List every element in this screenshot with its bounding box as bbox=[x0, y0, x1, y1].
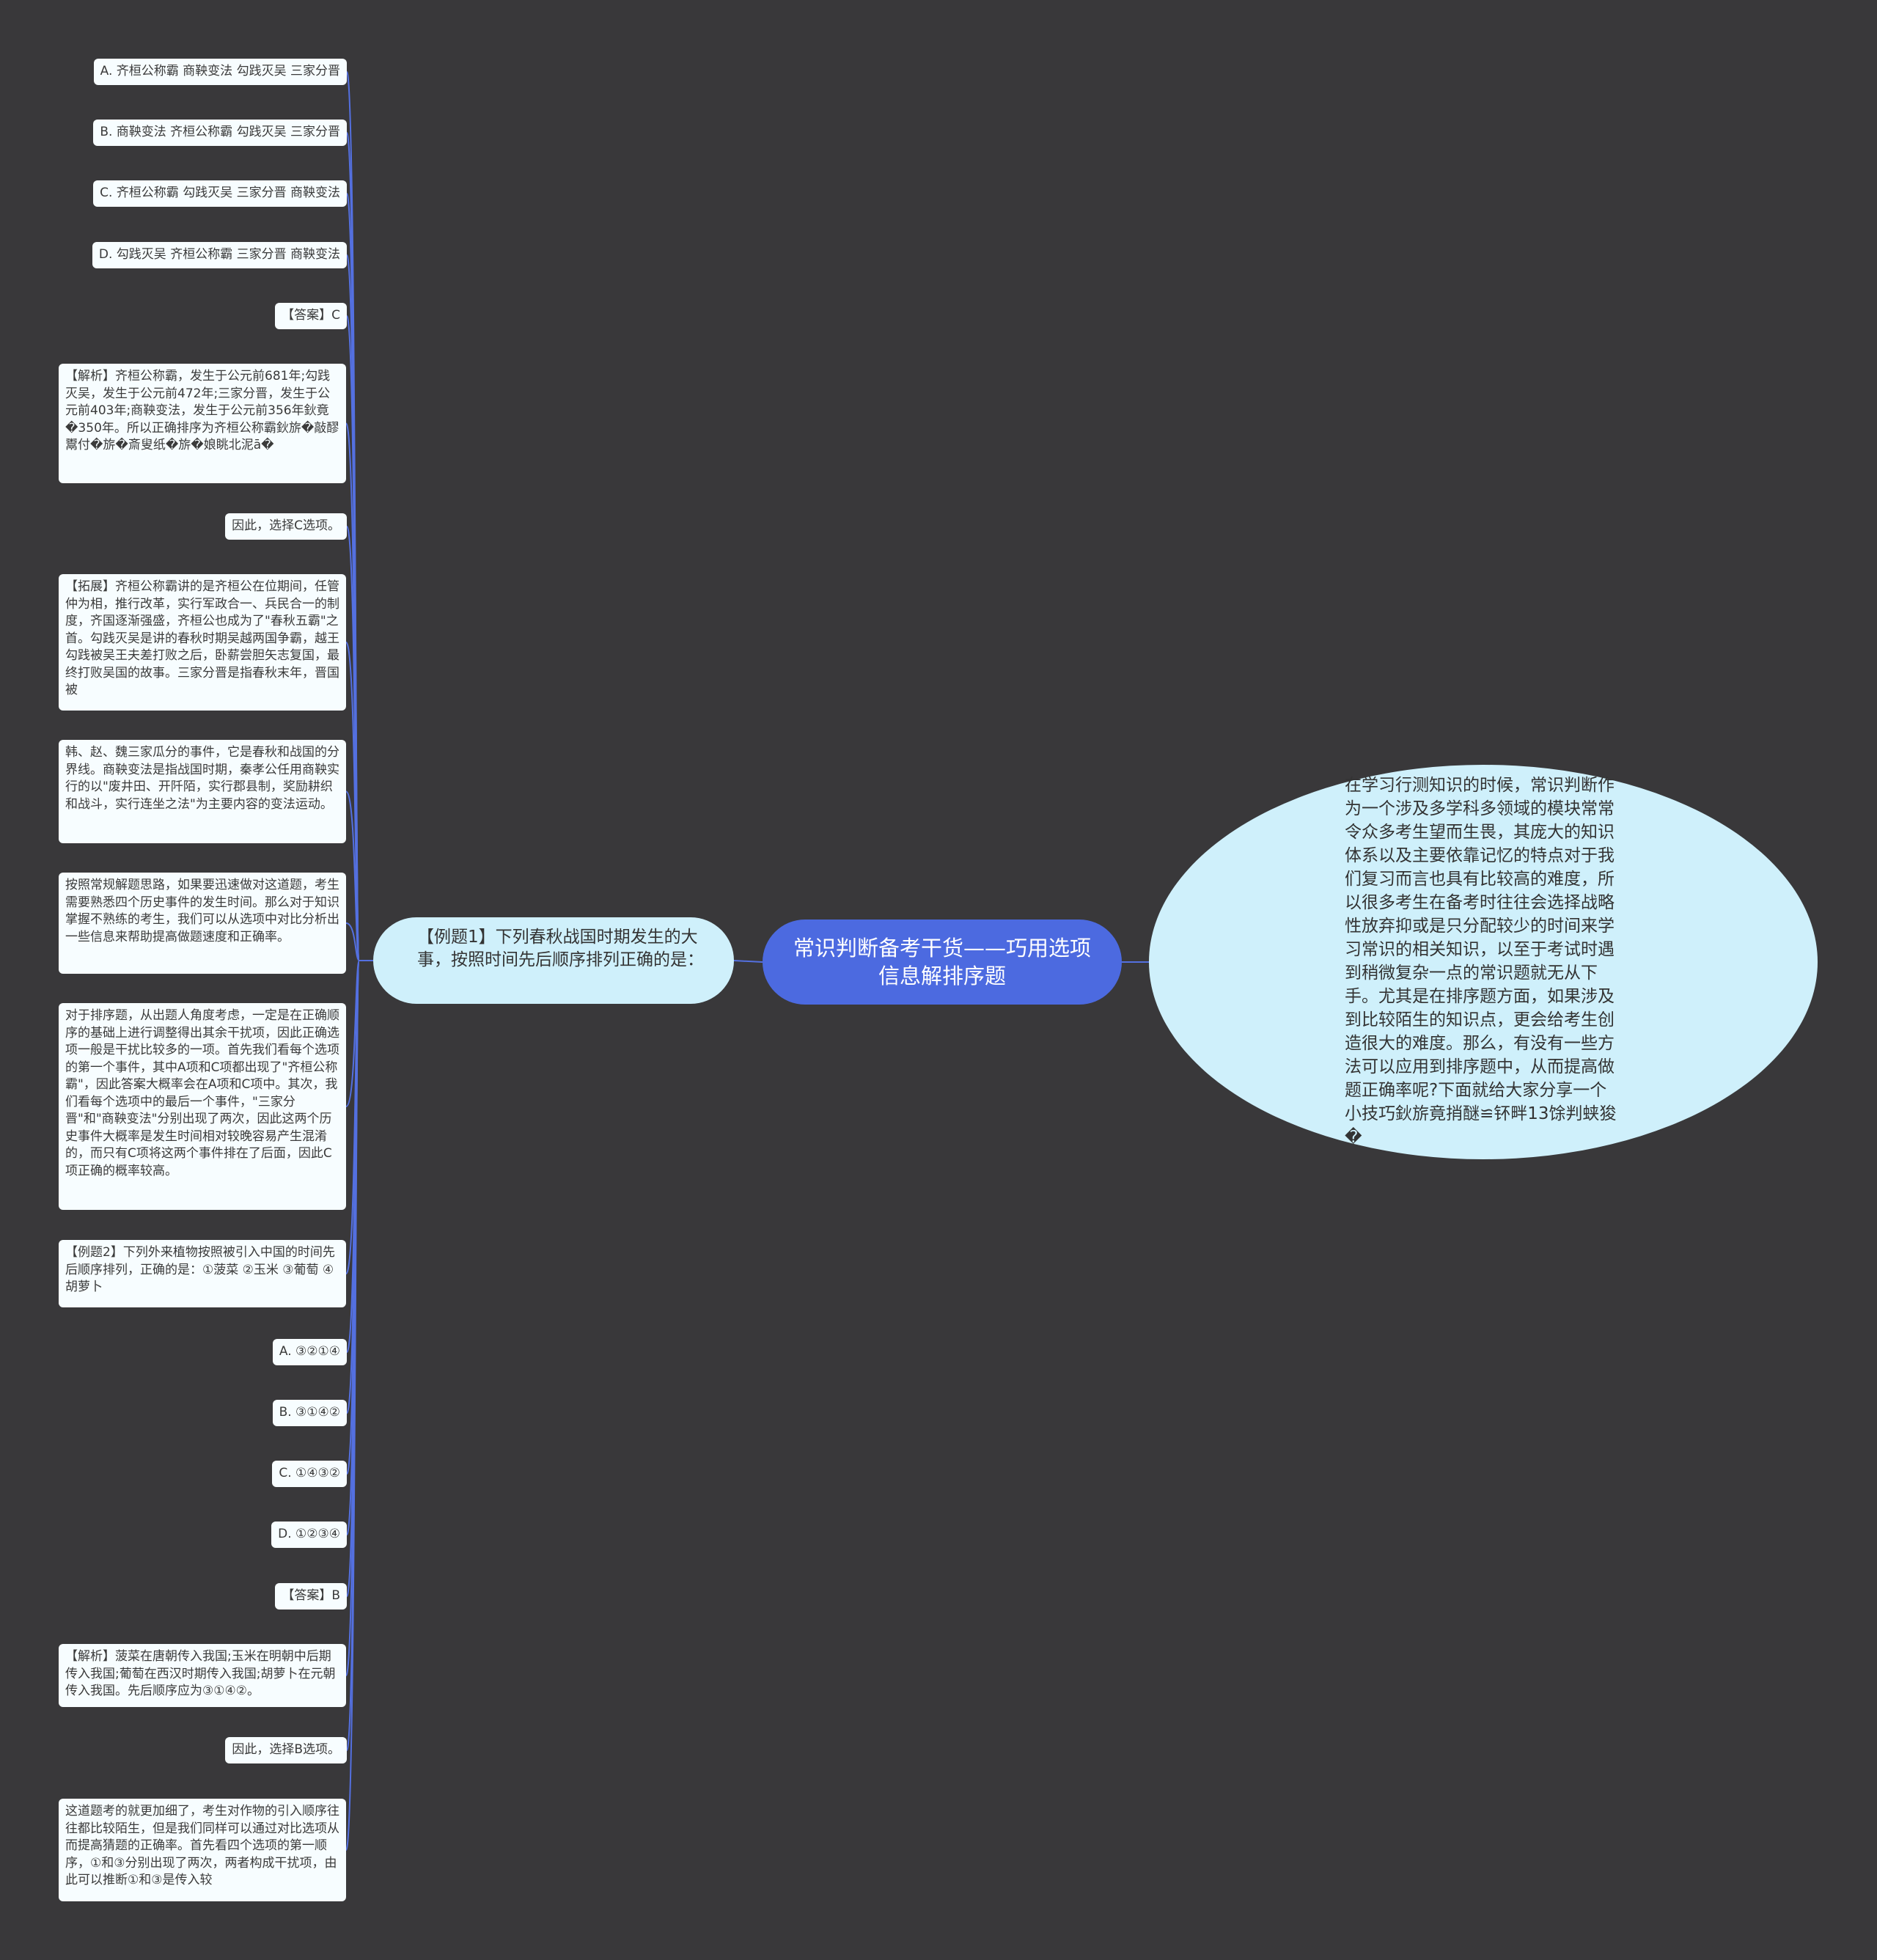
leaf-option-d[interactable]: D. 勾践灭吴 齐桓公称霸 三家分晋 商鞅变法 bbox=[92, 242, 347, 268]
leaf-option-d-2[interactable]: D. ①②③④ bbox=[271, 1522, 347, 1548]
introduction-text: 在学习行测知识的时候，常识判断作为一个涉及多学科多领域的模块常常令众多考生望而生… bbox=[1345, 776, 1617, 1147]
topic-introduction[interactable]: 在学习行测知识的时候，常识判断作为一个涉及多学科多领域的模块常常令众多考生望而生… bbox=[1149, 765, 1818, 1159]
leaf-technique-2[interactable]: 这道题考的就更加细了，考生对作物的引入顺序往往都比较陌生，但是我们同样可以通过对… bbox=[59, 1799, 346, 1901]
leaf-technique[interactable]: 对于排序题，从出题人角度考虑，一定是在正确顺序的基础上进行调整得出其余干扰项，因… bbox=[59, 1003, 346, 1210]
link-central-to-example bbox=[733, 960, 763, 963]
leaf-option-c[interactable]: C. 齐桓公称霸 勾践灭吴 三家分晋 商鞅变法 bbox=[93, 180, 347, 207]
topic-example-1[interactable]: 【例题1】下列春秋战国时期发生的大事，按照时间先后顺序排列正确的是： bbox=[373, 917, 734, 1004]
leaf-extension-2[interactable]: 韩、赵、魏三家瓜分的事件，它是春秋和战国的分界线。商鞅变法是指战国时期，秦孝公任… bbox=[59, 740, 346, 843]
leaf-analysis-2[interactable]: 【解析】菠菜在唐朝传入我国;玉米在明朝中后期传入我国;葡萄在西汉时期传入我国;胡… bbox=[59, 1644, 346, 1707]
leaf-option-b[interactable]: B. 商鞅变法 齐桓公称霸 勾践灭吴 三家分晋 bbox=[93, 120, 347, 146]
leaf-conclusion-2[interactable]: 因此，选择B选项。 bbox=[225, 1737, 347, 1763]
leaf-option-a[interactable]: A. 齐桓公称霸 商鞅变法 勾践灭吴 三家分晋 bbox=[93, 59, 347, 85]
link-leaf-19 bbox=[345, 960, 360, 1851]
leaf-conclusion-1[interactable]: 因此，选择C选项。 bbox=[225, 513, 347, 540]
leaf-option-b-2[interactable]: B. ③①④② bbox=[272, 1400, 347, 1426]
link-leaf-8 bbox=[345, 790, 360, 961]
leaf-answer-1[interactable]: 【答案】C bbox=[275, 303, 347, 329]
link-leaf-9 bbox=[345, 922, 360, 961]
leaf-analysis-1[interactable]: 【解析】齐桓公称霸，发生于公元前681年;勾践灭吴，发生于公元前472年;三家分… bbox=[59, 364, 346, 483]
leaf-answer-2[interactable]: 【答案】B bbox=[275, 1583, 347, 1610]
central-topic[interactable]: 常识判断备考干货——巧用选项信息解排序题 bbox=[763, 920, 1122, 1005]
leaf-approach[interactable]: 按照常规解题思路，如果要迅速做对这道题，考生需要熟悉四个历史事件的发生时间。那么… bbox=[59, 873, 346, 974]
leaf-example-2[interactable]: 【例题2】下列外来植物按照被引入中国的时间先后顺序排列，正确的是：①菠菜 ②玉米… bbox=[59, 1240, 346, 1307]
leaf-option-a-2[interactable]: A. ③②①④ bbox=[272, 1339, 347, 1365]
leaf-option-c-2[interactable]: C. ①④③② bbox=[272, 1461, 347, 1487]
leaf-extension-1[interactable]: 【拓展】齐桓公称霸讲的是齐桓公在位期间，任管仲为相，推行改革，实行军政合一、兵民… bbox=[59, 574, 346, 711]
